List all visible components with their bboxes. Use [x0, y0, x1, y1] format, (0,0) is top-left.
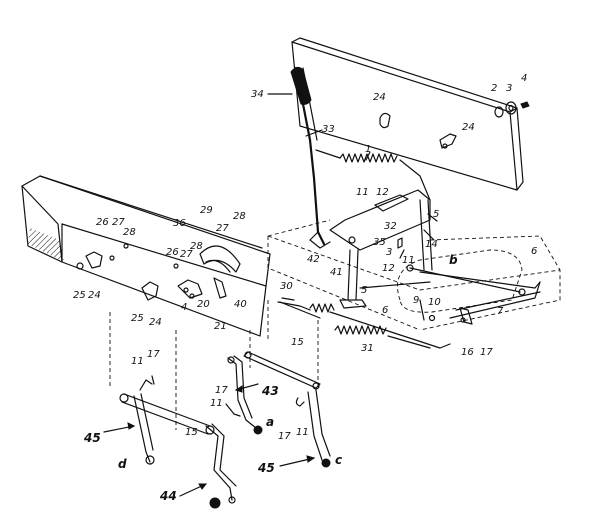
lever-44 [205, 423, 237, 509]
connection-label-b: b [449, 253, 458, 267]
left-console [21, 175, 271, 337]
part-label-6: 6 [382, 305, 389, 316]
part-label-45: 45 [84, 431, 101, 445]
part-label-12: 12 [376, 187, 389, 198]
part-label-31: 31 [361, 343, 374, 354]
part-label-17: 17 [278, 431, 291, 442]
part-label-27: 27 [216, 223, 229, 234]
part-label-24: 24 [462, 122, 475, 133]
center-linkage [329, 189, 435, 309]
part-label-41: 41 [330, 267, 343, 278]
part-label-42: 42 [307, 254, 320, 265]
connection-label-a: a [266, 415, 275, 429]
part-label-5: 5 [361, 285, 368, 296]
part-label-27: 27 [180, 249, 193, 260]
part-label-11: 11 [296, 427, 309, 438]
part-label-3: 3 [506, 83, 513, 94]
part-label-36: 36 [173, 218, 186, 229]
part-label-11: 11 [210, 398, 223, 409]
part-label-26: 26 [96, 217, 109, 228]
part-label-40: 40 [234, 299, 247, 310]
part-label-33: 33 [322, 124, 335, 135]
link-15-right [243, 351, 321, 390]
part-label-28: 28 [123, 227, 136, 238]
dash-panel [291, 37, 524, 191]
part-label-20: 20 [197, 299, 210, 310]
part-label-21: 21 [214, 321, 227, 332]
part-label-44: 44 [160, 489, 177, 503]
part-label-1: 1 [365, 144, 372, 155]
part-label-32: 32 [384, 221, 397, 232]
arrows [103, 383, 316, 497]
label-leaders [267, 93, 438, 259]
part-label-17: 17 [147, 349, 160, 360]
leader-lines [109, 300, 319, 430]
deck-outline [267, 219, 561, 331]
part-label-34: 34 [251, 89, 264, 100]
lever-43 [225, 355, 263, 435]
part-label-28: 28 [190, 241, 203, 252]
part-label-16: 16 [461, 347, 474, 358]
part-label-15: 15 [185, 427, 198, 438]
part-label-25: 25 [131, 313, 144, 324]
part-label-8: 3 [386, 247, 393, 258]
washers [494, 101, 530, 118]
part-label-45: 45 [258, 461, 275, 475]
part-label-24: 24 [149, 317, 162, 328]
part-label-11: 11 [131, 356, 144, 367]
part-label-11: 11 [356, 187, 369, 198]
part-label-30: 30 [280, 281, 293, 292]
part-label-17: 17 [215, 385, 228, 396]
connection-label-d: d [118, 457, 127, 471]
part-label-7: 7 [497, 306, 504, 317]
part-label-5: 5 [433, 209, 440, 220]
part-label-25: 25 [73, 290, 86, 301]
part-label-2: 2 [491, 83, 498, 94]
gear-lever [290, 66, 331, 249]
part-label-4: 4 [181, 302, 188, 313]
part-label-6: 6 [531, 246, 538, 257]
part-label-12: 12 [382, 263, 395, 274]
lever-45-right [295, 389, 331, 468]
rods-right [359, 267, 541, 325]
part-label-9: 9 [413, 295, 420, 306]
part-label-14: 14 [425, 239, 438, 250]
part-label-15: 15 [291, 337, 304, 348]
part-label-17: 17 [480, 347, 493, 358]
spring-1 [315, 149, 431, 201]
part-label-27: 27 [112, 217, 125, 228]
part-label-4: 4 [521, 73, 528, 84]
part-label-10: 10 [428, 297, 441, 308]
connection-label-c: c [335, 453, 343, 467]
part-label-11: 11 [402, 255, 415, 266]
springs-lower [277, 297, 451, 349]
part-label-28: 28 [233, 211, 246, 222]
part-label-24: 24 [373, 92, 386, 103]
part-label-43: 43 [262, 384, 279, 398]
part-label-29: 29 [200, 205, 213, 216]
lower-left-links [119, 375, 215, 465]
part-label-26: 26 [166, 247, 179, 258]
part-label-24: 24 [88, 290, 101, 301]
part-label-35: 35 [373, 237, 386, 248]
